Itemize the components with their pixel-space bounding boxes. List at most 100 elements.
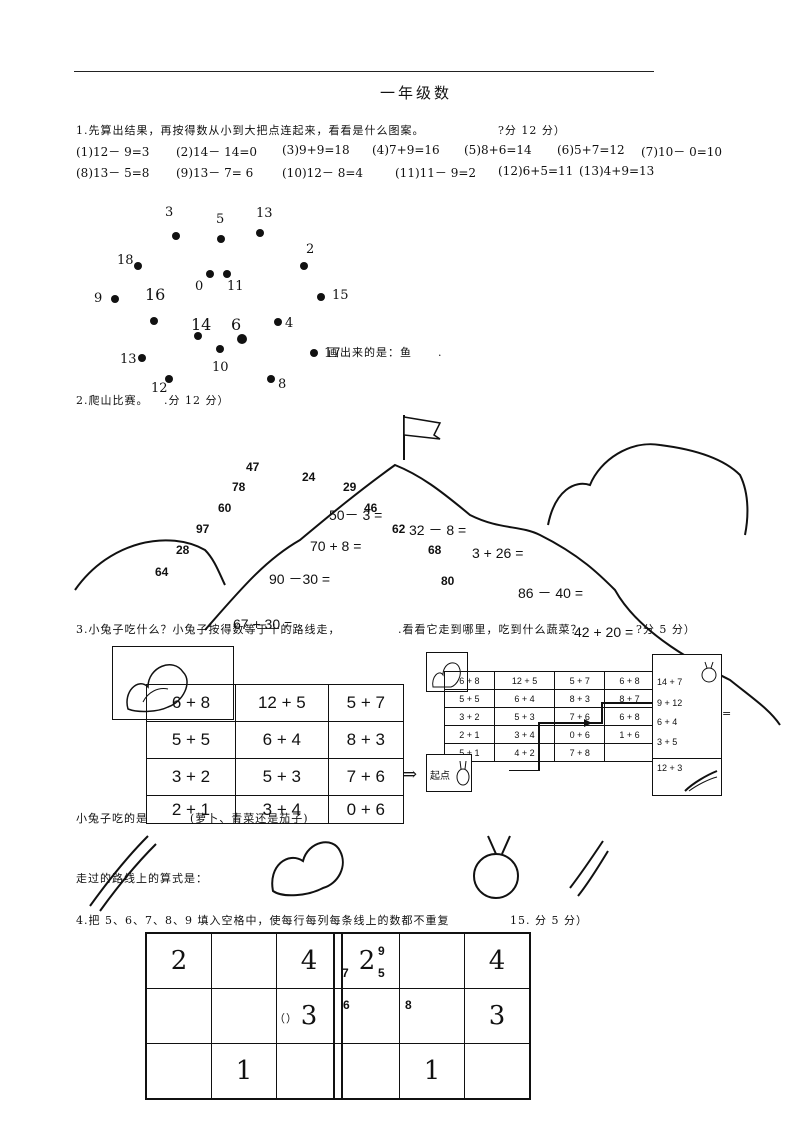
dot[interactable]	[310, 349, 318, 357]
grid-cell[interactable]: 1	[211, 1043, 277, 1100]
q2-number: 97	[196, 522, 210, 536]
grid-small-number: 9	[378, 944, 385, 958]
q1-eq-5: (5)8+6=14	[464, 143, 532, 157]
dot-label: 11	[227, 279, 244, 294]
q1-eq-11: (11)11－ 9=2	[395, 166, 477, 180]
q2-number: 62	[392, 522, 406, 536]
q3-line-a-paren: (萝卜、青菜还是茄子)	[190, 812, 309, 825]
grid-cell[interactable]: 3	[464, 988, 531, 1044]
vegetables-strip	[89, 835, 609, 912]
grid-small-number: 5	[378, 966, 385, 980]
dot-label: 8	[278, 377, 287, 392]
dot[interactable]	[317, 293, 325, 301]
q1-eq-13: (13)4+9=13	[579, 164, 655, 178]
q2-number: 28	[176, 543, 190, 557]
side-cell: 14 + 7	[657, 677, 683, 687]
eggplant-icon	[684, 770, 718, 792]
grid-cell[interactable]	[333, 1043, 400, 1100]
big-cell: 6 + 4	[235, 721, 329, 759]
dot-label: 16	[145, 285, 166, 304]
q1-eq-12: (12)6+5=11	[498, 164, 574, 178]
grid-cell[interactable]	[145, 1043, 212, 1100]
q2-number: 60	[218, 501, 232, 515]
right-grid: 2 4 3 1	[333, 932, 531, 1100]
dot[interactable]	[194, 332, 202, 340]
big-cell: 3 + 4	[235, 795, 329, 824]
grid-cell[interactable]	[464, 1043, 531, 1100]
dot[interactable]	[138, 354, 146, 362]
big-cell: 5 + 7	[327, 684, 405, 722]
dot[interactable]	[274, 318, 282, 326]
dot-label: 10	[212, 360, 229, 375]
big-cell: 6 + 8	[146, 684, 236, 722]
dot-label: 18	[117, 253, 134, 268]
grid-cell[interactable]	[211, 988, 277, 1044]
dot[interactable]	[216, 345, 224, 353]
big-cell: 5 + 5	[146, 721, 236, 759]
start-label: 起点	[430, 771, 450, 782]
q2-number: 24	[302, 470, 316, 484]
grid-cell[interactable]	[399, 988, 465, 1044]
big-cell: 3 + 2	[146, 758, 236, 796]
q1-trailing: .	[438, 346, 443, 359]
dot-label: 5	[216, 212, 225, 227]
side-cell: 3 + 5	[657, 737, 678, 747]
grid-small-number: 7	[342, 966, 349, 980]
dot[interactable]	[172, 232, 180, 240]
dot[interactable]	[237, 334, 247, 344]
dot[interactable]	[267, 375, 275, 383]
dot[interactable]	[300, 262, 308, 270]
dot[interactable]	[256, 229, 264, 237]
q2-expression: 67 + 30 =	[233, 616, 293, 632]
q1-eq-7: (7)10－ 0=10	[641, 145, 723, 159]
left-grid-note: （）	[274, 1012, 298, 1025]
q1-eq-2: (2)14－ 14=0	[176, 145, 258, 159]
q2-number: 47	[246, 460, 260, 474]
grid-cell[interactable]: 2	[145, 932, 212, 989]
q2-number: 64	[155, 565, 169, 579]
dot[interactable]	[217, 235, 225, 243]
grid-cell[interactable]: 2	[333, 932, 400, 989]
dot[interactable]	[165, 375, 173, 383]
q2-trailing: =	[722, 707, 733, 720]
grid-cell[interactable]	[145, 988, 212, 1044]
q1-eq-9: (9)13－ 7= 6	[176, 166, 254, 180]
rabbit-icon	[456, 760, 470, 786]
q1-answer-note: 画出来的是：鱼	[328, 346, 412, 359]
grid-cell[interactable]	[276, 1043, 343, 1100]
path-line	[509, 702, 654, 771]
big-cell: 7 + 6	[327, 758, 405, 796]
q4-intro: 4.把 5、6、7、8、9 填入空格中，使每行每列每条线上的数都不重复	[76, 914, 450, 927]
q1-eq-3: (3)9+9=18	[282, 143, 350, 157]
dot[interactable]	[150, 317, 158, 325]
grid-small-number: 6	[343, 998, 350, 1012]
dot[interactable]	[206, 270, 214, 278]
q1-eq-10: (10)12－ 8=4	[282, 166, 364, 180]
dot-label: 9	[94, 291, 103, 306]
grid-cell[interactable]	[333, 988, 400, 1044]
side-cell: 12 + 3	[657, 763, 683, 773]
dot[interactable]	[134, 262, 142, 270]
q3-line-a: 小兔子吃的是	[76, 812, 148, 825]
start-card: 起点	[426, 754, 472, 792]
dot[interactable]	[223, 270, 231, 278]
side-cell: 6 + 4	[657, 717, 678, 727]
q2-expression: 86 － 40 =	[518, 585, 583, 601]
grid-cell[interactable]: 4	[464, 932, 531, 989]
grid-cell[interactable]: 1	[399, 1043, 465, 1100]
q1-eq-1: (1)12－ 9=3	[76, 145, 150, 159]
dot-label: 0	[195, 279, 204, 294]
arrow-icon: ⇒	[402, 764, 418, 785]
q1-score: ?分 12 分）	[498, 124, 566, 137]
grid-cell[interactable]	[211, 932, 277, 989]
q3-intro: 3.小兔子吃什么？小兔子按得数等于十的路线走，	[76, 623, 341, 636]
dot-label: 2	[306, 242, 315, 257]
q2-expression: 32 － 8 =	[409, 522, 467, 538]
big-cell: 12 + 5	[235, 684, 329, 722]
q2-expression: 50－ 3 =	[329, 507, 383, 523]
dot[interactable]	[111, 295, 119, 303]
q2-expression: 3 + 26 =	[472, 545, 524, 561]
grid-cell[interactable]	[399, 932, 465, 989]
